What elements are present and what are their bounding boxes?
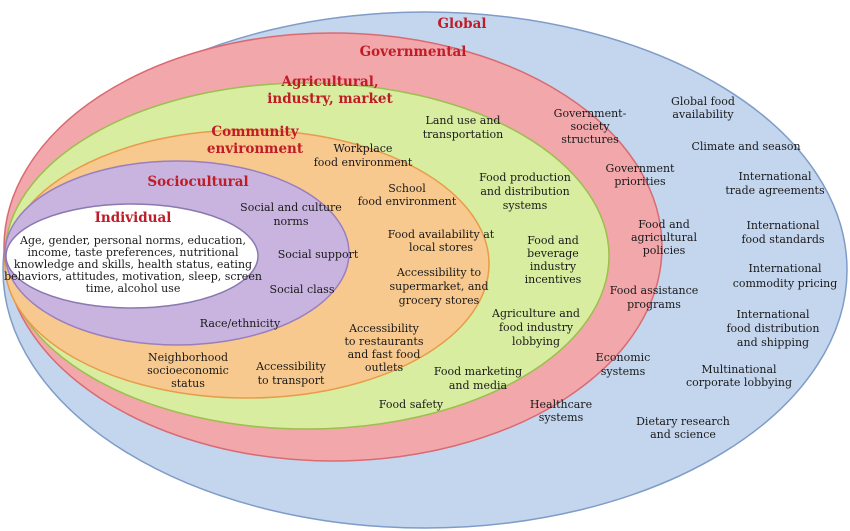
individual-text: Age, gender, personal norms, education,i… xyxy=(4,234,262,295)
individual-layer xyxy=(5,203,259,309)
global-item: Climate and season xyxy=(691,140,800,153)
governmental-title: Governmental xyxy=(360,44,467,60)
sociocultural-item: Social support xyxy=(278,248,359,261)
sociocultural-title: Sociocultural xyxy=(147,174,248,190)
individual-title: Individual xyxy=(95,210,172,226)
global-title: Global xyxy=(438,16,487,32)
agricultural-item: Food safety xyxy=(379,398,444,411)
sociocultural-item: Race/ethnicity xyxy=(200,317,281,330)
sociocultural-item: Social class xyxy=(270,283,335,296)
agricultural-title: Agricultural,industry, market xyxy=(267,74,393,107)
